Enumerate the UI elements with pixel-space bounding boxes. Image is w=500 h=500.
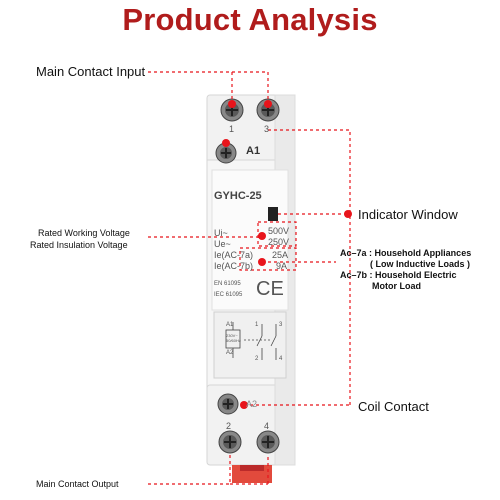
terminal-3-label: 3: [264, 124, 270, 134]
terminal-2-label: 2: [226, 421, 232, 431]
indicator-window-label: Indicator Window: [358, 207, 458, 222]
screw-top-left-icon: [220, 98, 244, 122]
coil-frequency-label: 50/60Hz: [226, 338, 241, 343]
schematic-1-label: 1: [255, 322, 259, 328]
ie7a-label: Ie(AC-7a): [214, 250, 254, 260]
main-contact-input-label: Main Contact Input: [36, 64, 146, 79]
schematic-4-label: 4: [279, 356, 283, 362]
marker-dots: [222, 100, 352, 409]
schematic-lines: [225, 322, 277, 360]
standard-en-label: EN 61095: [214, 281, 241, 287]
ac7a-label: Ac–7a : Household Appliances: [340, 248, 472, 258]
screw-bottom-right-icon: [256, 430, 280, 454]
ue-value: 250V: [268, 237, 290, 247]
coil-contact-label: Coil Contact: [358, 399, 429, 414]
main-contact-output-label: Main Contact Output: [36, 479, 119, 489]
ue-label: Ue~: [214, 239, 231, 249]
indicator-window-shape: [268, 207, 278, 221]
coil-a1-label: A1: [246, 145, 261, 157]
model-label: GYHC-25: [214, 190, 262, 202]
ce-mark: CE: [256, 278, 284, 300]
face-panel: [211, 169, 289, 311]
coil-voltage-label: 230V~: [226, 333, 238, 338]
coil-a2-label: A2: [246, 399, 258, 409]
leader-lines: [148, 71, 351, 485]
schematic-2-label: 2: [255, 356, 259, 362]
screw-bottom-left-icon: [218, 430, 242, 454]
ac7b-note-label: Motor Load: [372, 281, 421, 291]
screw-coil-bottom-icon: [217, 393, 239, 415]
ie7a-value: 25A: [272, 250, 289, 260]
page-title: Product Analysis: [122, 2, 378, 37]
ac7a-note-label: ( Low Inductive Loads ): [370, 259, 471, 269]
schematic-3-label: 3: [279, 322, 283, 328]
rated-insulation-voltage-label: Rated Insulation Voltage: [30, 240, 128, 250]
schematic-window: [213, 311, 287, 379]
ui-value: 500V: [268, 226, 290, 236]
terminal-4-label: 4: [264, 421, 270, 431]
ui-label: Ui~: [214, 228, 228, 238]
ac7b-label: Ac–7b : Household Electric: [340, 270, 457, 280]
ie7b-value: 9A: [276, 261, 288, 271]
schematic-a2-label: A2: [226, 350, 234, 356]
terminal-1-label: 1: [229, 124, 235, 134]
rated-working-voltage-label: Rated Working Voltage: [38, 228, 130, 238]
schematic-a1-label: A1: [226, 322, 234, 328]
ie7b-label: Ie(AC-7b): [214, 261, 254, 271]
standard-iec-label: IEC 61095: [214, 292, 243, 298]
